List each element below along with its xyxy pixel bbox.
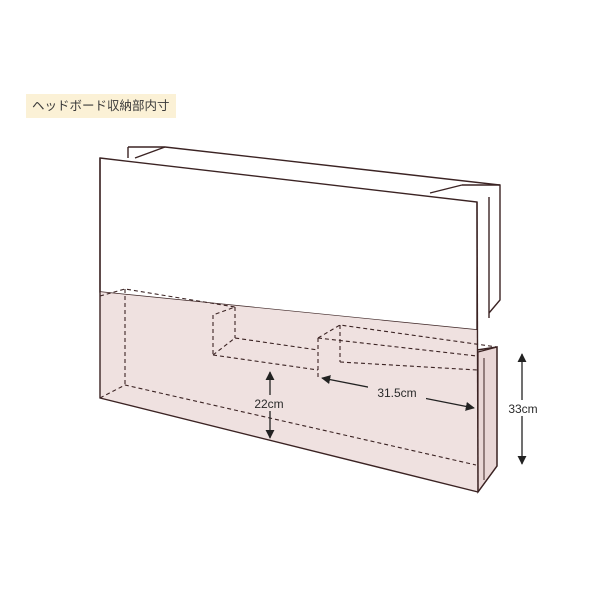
diagram-title: ヘッドボード収納部内寸 — [26, 94, 176, 118]
storage-compartment — [99, 158, 498, 494]
inner-dashed-lines — [99, 288, 498, 466]
back-board — [127, 146, 501, 318]
label-height-inner: 22cm — [254, 397, 283, 411]
label-width-inner: 31.5cm — [377, 386, 416, 400]
label-height-total: 33cm — [508, 402, 537, 416]
